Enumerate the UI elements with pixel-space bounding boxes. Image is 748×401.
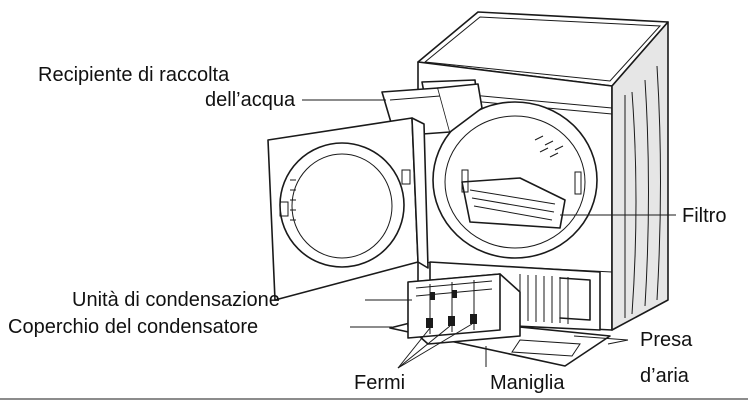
- label-condenser-unit: Unità di condensazione: [72, 289, 280, 311]
- drum-opening: [432, 101, 598, 259]
- label-air-intake-line2: d’aria: [640, 365, 689, 387]
- leader-lines: [302, 99, 676, 369]
- label-water-container-line1: Recipiente di raccolta: [38, 64, 230, 86]
- label-condenser-cover: Coperchio del condensatore: [8, 316, 259, 338]
- open-door: [267, 117, 429, 301]
- water-container: [381, 79, 483, 137]
- filter-shape: [461, 177, 566, 229]
- label-filter: Filtro: [682, 205, 727, 227]
- label-water-container-line2: dell’acqua: [205, 89, 296, 111]
- label-air-intake-line1: Presa: [640, 329, 693, 351]
- label-handle: Maniglia: [490, 372, 565, 394]
- label-latches: Fermi: [354, 372, 406, 394]
